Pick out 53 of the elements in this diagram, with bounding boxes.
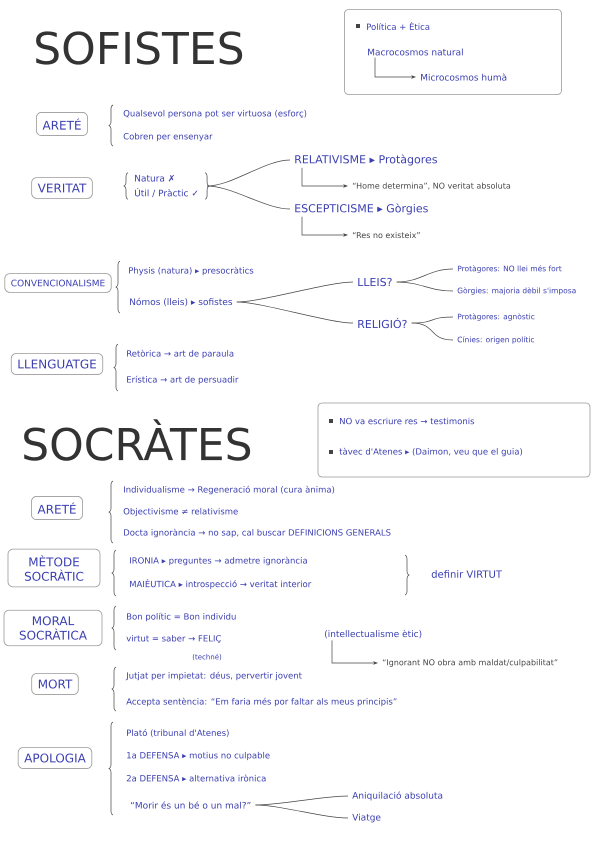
bullet-text: Physis (natura) ▸ presocràtics: [129, 266, 254, 276]
bullet-text: Objectivisme ≠ relativisme: [124, 508, 238, 516]
branch-text: (intellectualisme ètic): [324, 630, 422, 638]
bullet-text: Individualisme → Regeneració moral (cura ànima): [124, 486, 334, 494]
bullet-text: Bon polític = Bon individu: [127, 612, 236, 622]
topic-box: VERITAT: [31, 177, 93, 199]
bullet-text: 2a DEFENSA ▸ alternativa irònica: [126, 774, 266, 782]
heading: SOCRÀTES: [24, 419, 250, 461]
branch-text: Microcosmos humà: [421, 73, 506, 81]
branch-text: RELIGIÓ?: [358, 318, 407, 328]
bullet-text: Erística → art de persuadir: [127, 376, 238, 384]
connector: [396, 282, 454, 292]
topic-box: APOLOGIA: [18, 747, 92, 769]
topic-box: CONVENCIONALISME: [4, 273, 112, 293]
bullet-text: Jutjat per impietat: déus, pervertir jovent: [126, 672, 302, 680]
branch-text: Nómos (lleis) ▸ sofistes: [130, 298, 232, 306]
connector: [236, 302, 354, 324]
topic-box: MORT: [31, 673, 79, 695]
branch-text: RELATIVISME ▸ Protàgores: [295, 154, 437, 166]
topic-box: ARETÉ: [31, 496, 83, 520]
branch-text: ESCEPTICISME ▸ Gòrgies: [295, 203, 428, 215]
bullet-text: IRONIA ▸ preguntes → admetre ignorància: [130, 556, 307, 566]
topic-box: MÈTODE SOCRÀTIC: [8, 548, 100, 588]
branch-text: Aniquilació absoluta: [352, 791, 442, 801]
connector: [411, 316, 454, 324]
heading: SOFISTES: [36, 31, 242, 65]
connector: [396, 268, 454, 282]
topic-box: ARETÉ: [36, 112, 88, 136]
note-text: definir VIRTUT: [432, 570, 502, 578]
connector: [206, 186, 290, 210]
branch-text: “Home determina”, NO veritat absoluta: [352, 182, 510, 190]
branch-text: Macrocosmos natural: [368, 48, 463, 56]
bracket-list: Natura ✗ Útil / Pràctic ✓: [124, 172, 210, 200]
topic-box: MORAL SOCRÀTICA: [4, 610, 102, 646]
branch-text: Viatge: [352, 814, 380, 822]
bullet-text: virtut = saber → FELIÇ: [126, 634, 221, 644]
branch-text: “Res no existeix”: [352, 232, 420, 238]
branch-text: “Morir és un bé o un mal?”: [130, 801, 250, 809]
connector: [206, 160, 290, 186]
bullet-text: Docta ignorància → no sap, cal buscar DEFINICIONS GENERALS: [124, 528, 391, 538]
bullet-text: Plató (tribunal d'Atenes): [127, 729, 229, 737]
bullet-text: Cobren per ensenyar: [124, 132, 213, 142]
connector: [255, 804, 348, 818]
bullet-text: Accepta sentència: “Em faria més por faltar als meus principis”: [126, 698, 396, 706]
connector: [411, 322, 454, 340]
branch-text: “Ignorant NO obra amb maldat/culpabilitat”: [382, 659, 558, 667]
topic-box: LLENGUATGE: [10, 353, 104, 375]
bullet-text: Qualsevol persona pot ser virtuosa (esforç): [124, 110, 306, 118]
bullet-text: MAIÈUTICA ▸ introspecció → veritat interior: [130, 579, 312, 589]
bullet-text: 1a DEFENSA ▸ motius no culpable: [127, 752, 270, 760]
bullet-text: Retòrica → art de paraula: [127, 350, 234, 358]
info-box: NO va escriure res → testimonis tàvec d'Atenes ▸ (Daimon, veu que el guia): [318, 402, 590, 478]
branch-text: LLEIS?: [358, 278, 392, 286]
